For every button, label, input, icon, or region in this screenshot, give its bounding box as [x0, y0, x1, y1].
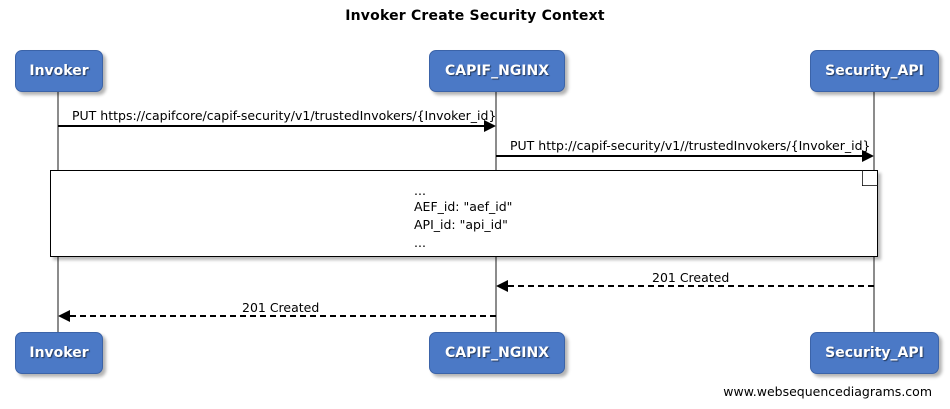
note-fold-corner-icon — [862, 170, 878, 186]
participant-invoker-top-label: Invoker — [29, 63, 89, 79]
participant-capif-nginx-top-label: CAPIF_NGINX — [444, 63, 550, 79]
message-4-arrowhead-icon — [58, 310, 70, 322]
message-1-line — [58, 125, 486, 127]
participant-capif-nginx-bottom[interactable]: CAPIF_NGINX — [429, 332, 565, 374]
note-line-4: ... — [414, 235, 426, 250]
message-1-arrowhead-icon — [484, 120, 496, 132]
participant-invoker-top[interactable]: Invoker — [15, 50, 103, 92]
message-2-arrowhead-icon — [862, 150, 874, 162]
note-line-1: ... — [414, 183, 426, 198]
message-4-label: 201 Created — [242, 300, 320, 315]
page-title: Invoker Create Security Context — [345, 8, 605, 24]
participant-security-api-bottom-label: Security_API — [825, 345, 924, 361]
participant-invoker-bottom-label: Invoker — [29, 345, 89, 361]
participant-capif-nginx-bottom-label: CAPIF_NGINX — [444, 345, 550, 361]
participant-security-api-top[interactable]: Security_API — [810, 50, 939, 92]
participant-invoker-bottom[interactable]: Invoker — [15, 332, 103, 374]
message-3-arrowhead-icon — [496, 280, 508, 292]
message-3-label: 201 Created — [652, 270, 730, 285]
footer-watermark: www.websequencediagrams.com — [723, 384, 932, 399]
note-line-3: API_id: "api_id" — [414, 217, 508, 232]
participant-security-api-bottom[interactable]: Security_API — [810, 332, 939, 374]
message-1-label: PUT https://capifcore/capif-security/v1/… — [72, 108, 497, 123]
participant-capif-nginx-top[interactable]: CAPIF_NGINX — [429, 50, 565, 92]
message-4-line — [70, 315, 496, 317]
message-2-label: PUT http://capif-security/v1//trustedInv… — [510, 138, 871, 153]
message-3-line — [508, 285, 874, 287]
message-2-line — [496, 155, 864, 157]
note-line-2: AEF_id: "aef_id" — [414, 199, 513, 214]
note-box: ... AEF_id: "aef_id" API_id: "api_id" ..… — [50, 170, 878, 257]
participant-security-api-top-label: Security_API — [825, 63, 924, 79]
